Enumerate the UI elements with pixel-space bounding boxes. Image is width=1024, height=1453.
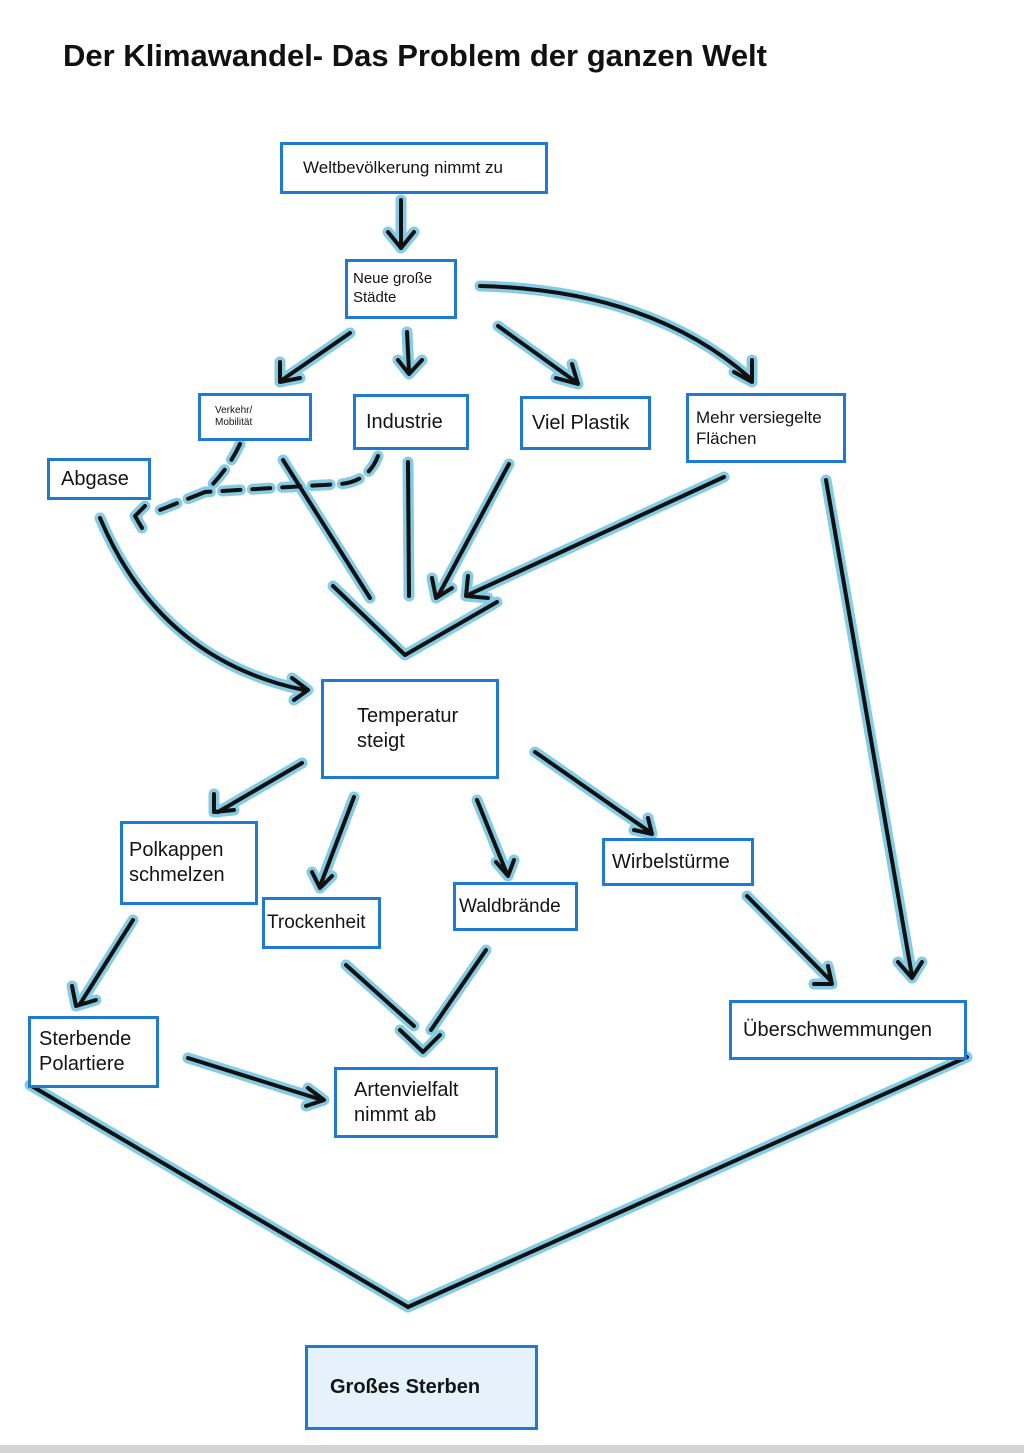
node-temperatur: Temperatur steigt xyxy=(321,679,499,779)
node-label: Wirbelstürme xyxy=(612,850,730,873)
arrowhead-icon xyxy=(310,870,334,890)
arrowhead-icon xyxy=(896,960,924,980)
edge-staedte-to-plastik xyxy=(496,324,578,384)
edge-staedte-to-verkehr xyxy=(280,331,352,382)
edge-verkehr-to-abgase xyxy=(149,438,246,518)
node-label: Polkappen schmelzen xyxy=(129,839,225,886)
node-waldbraende: Waldbrände xyxy=(453,882,578,931)
arrowhead-icon xyxy=(386,230,416,250)
node-industrie: Industrie xyxy=(353,394,469,450)
node-label: Neue große Städte xyxy=(353,270,433,306)
edge-verkehr-to-temperatur xyxy=(281,458,372,600)
arrowhead-icon xyxy=(430,576,454,600)
edge-abgase-to-temperatur xyxy=(94,512,310,696)
node-label: Industrie xyxy=(366,410,443,433)
node-label: Großes Sterben xyxy=(330,1376,481,1398)
edge-staedte-to-versiegelt xyxy=(474,280,756,384)
node-ueberschwemmungen: Überschwemmungen xyxy=(729,1000,967,1060)
node-staedte: Neue große Städte xyxy=(345,259,457,319)
node-wirbelstuerme: Wirbelstürme xyxy=(602,838,754,886)
bottom-edge xyxy=(0,1445,1024,1453)
node-polkappen: Polkappen schmelzen xyxy=(120,821,258,905)
node-artenvielfalt: Artenvielfalt nimmt ab xyxy=(334,1067,498,1138)
merge-arrowhead-icon xyxy=(398,1028,442,1054)
edge-temperatur-to-wirbelstuerme xyxy=(533,750,652,834)
edge-temperatur-to-waldbraende xyxy=(475,798,509,876)
arrowhead-icon xyxy=(290,676,310,702)
node-abgase: Abgase xyxy=(47,458,151,500)
node-label: Mehr versiegelte Flächen xyxy=(696,407,822,448)
edge-temperatur-to-polkappen xyxy=(216,761,304,814)
node-label: Waldbrände xyxy=(459,895,561,917)
node-label: Viel Plastik xyxy=(532,411,630,434)
edge-polartiere-to-sterben xyxy=(28,1083,410,1309)
edge-plastik-to-temperatur xyxy=(436,462,511,598)
node-polartiere: Sterbende Polartiere xyxy=(28,1016,159,1088)
node-label: Überschwemmungen xyxy=(743,1018,932,1041)
node-label: Temperatur steigt xyxy=(357,705,459,752)
node-trockenheit: Trockenheit xyxy=(262,897,381,949)
node-versiegelt: Mehr versiegelte Flächen xyxy=(686,393,846,463)
arrowhead-icon xyxy=(494,858,516,878)
node-weltbevoelkerung: Weltbevölkerung nimmt zu xyxy=(280,142,548,194)
arrowhead-icon xyxy=(396,358,424,376)
arrowhead-icon xyxy=(812,964,834,986)
node-label: Trockenheit xyxy=(267,912,366,934)
edge-wirbelstuerme-to-ueberschwemmungen xyxy=(745,894,832,982)
node-grosses-sterben: Großes Sterben xyxy=(305,1345,538,1430)
arrowhead-icon xyxy=(278,360,302,384)
node-label: Abgase xyxy=(61,467,129,490)
arrowhead-icon xyxy=(133,504,147,530)
edge-ueberschwemmungen-to-sterben xyxy=(406,1055,969,1309)
edge-trockenheit-to-artenvielfalt xyxy=(344,963,416,1028)
edge-staedte-to-industrie xyxy=(405,330,411,374)
arrowhead-icon xyxy=(70,984,98,1008)
edge-versiegelt-to-ueberschwemmungen xyxy=(824,478,914,978)
node-label: Verkehr/ Mobilität xyxy=(215,404,253,429)
arrowhead-icon xyxy=(464,574,490,600)
merge-arrowhead-icon xyxy=(331,584,499,657)
arrowhead-icon xyxy=(732,358,754,384)
arrowhead-icon xyxy=(304,1086,326,1108)
node-plastik: Viel Plastik xyxy=(520,396,651,450)
edge-temperatur-to-trockenheit xyxy=(318,795,356,888)
arrowhead-icon xyxy=(632,816,654,836)
edge-waldbraende-to-artenvielfalt xyxy=(429,948,488,1032)
edge-versiegelt-to-temperatur xyxy=(468,475,726,596)
node-verkehr: Verkehr/ Mobilität xyxy=(198,393,312,441)
edge-staedte-to-versiegelt xyxy=(478,284,752,380)
edge-industrie-to-abgase xyxy=(203,454,380,494)
arrowhead-icon xyxy=(212,792,236,814)
edge-abgase-to-temperatur xyxy=(98,516,306,692)
arrowhead-icon xyxy=(554,362,580,386)
edge-polkappen-to-polartiere xyxy=(78,918,135,1006)
node-label: Artenvielfalt nimmt ab xyxy=(354,1078,459,1126)
edge-industrie-to-temperatur xyxy=(406,460,411,598)
edge-polartiere-to-artenvielfalt xyxy=(186,1056,324,1102)
node-label: Sterbende Polartiere xyxy=(39,1028,132,1075)
node-label: Weltbevölkerung nimmt zu xyxy=(303,158,503,178)
diagram-title: Der Klimawandel- Das Problem der ganzen … xyxy=(63,38,767,73)
